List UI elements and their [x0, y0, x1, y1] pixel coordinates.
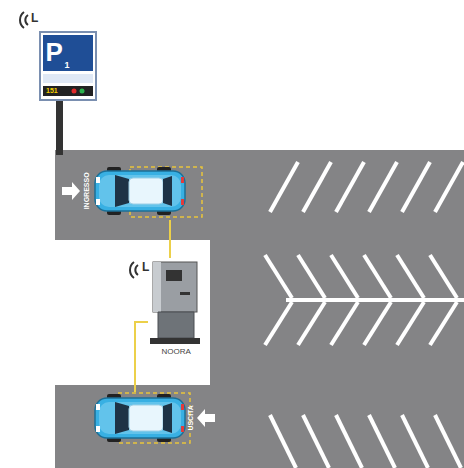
exit-car: USCITA: [92, 392, 200, 444]
kiosk-name: NOORA: [162, 348, 191, 357]
lane-label: INGRESSO: [82, 172, 90, 209]
direction-arrow: [197, 409, 215, 427]
car: [95, 394, 185, 442]
parking-sign-panel: P1 151: [40, 32, 96, 100]
kiosk: NOORA: [148, 258, 204, 360]
wireless-label: L: [142, 261, 149, 273]
signal-wire: [169, 220, 171, 258]
parking-stripes: [265, 162, 464, 468]
direction-arrow: [62, 182, 80, 200]
wireless-label: L: [31, 12, 38, 24]
car: [95, 167, 185, 215]
sign-number: 1: [65, 61, 70, 71]
sign-letter: P: [46, 38, 63, 67]
asphalt: [55, 150, 464, 468]
lane-label: USCITA: [187, 405, 195, 431]
parking-sign: [40, 32, 96, 155]
entry-car: INGRESSO: [78, 164, 204, 220]
display-count: 151: [46, 87, 58, 95]
noora-kiosk: [150, 262, 200, 344]
wireless-symbol: [20, 12, 138, 278]
signal-wire: [135, 322, 148, 392]
